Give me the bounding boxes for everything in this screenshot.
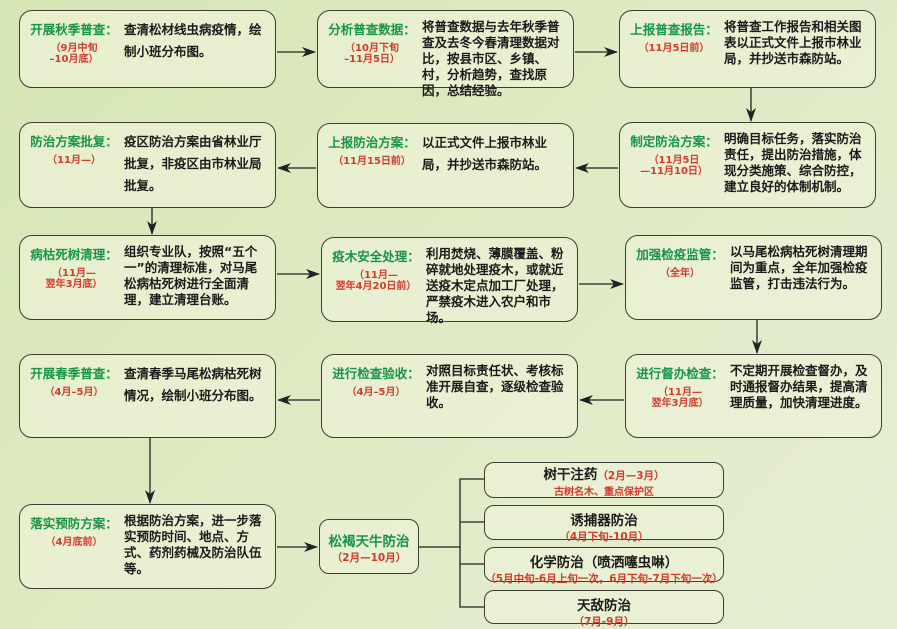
step-title: 开展秋季普查： xyxy=(30,22,118,37)
step-header: 开展春季普查： （4月–5月） xyxy=(24,363,124,398)
step-title: 进行检查验收： xyxy=(332,366,420,381)
step-inspection-acceptance: 进行检查验收： （4月–5月） 对照目标责任状、考核标准开展自查，逐级检查验收。 xyxy=(321,354,578,438)
step-date: （全年） xyxy=(660,268,700,279)
step-description: 查清春季马尾松病枯死树情况，绘制小班分布图。 xyxy=(124,366,262,403)
step-spring-survey: 开展春季普查： （4月–5月） 查清春季马尾松病枯死树情况，绘制小班分布图。 xyxy=(19,354,276,438)
step-description: 对照目标责任状、考核标准开展自查，逐级检查验收。 xyxy=(426,363,564,410)
step-date: （11月15日前） xyxy=(333,156,411,167)
step-description: 明确目标任务，落实防治责任，提出防治措施，体现分类施策、综合防控，建立良好的体制… xyxy=(724,131,862,194)
step-supervision-inspection: 进行督办检查： （11月— 翌年3月底） 不定期开展检查督办，及时通报督办结果，… xyxy=(625,354,882,438)
step-title: 加强检疫监管： xyxy=(636,247,724,262)
control-method: 天敌防治 （7月-9月） xyxy=(484,590,724,628)
control-method: 诱捕器防治 （4月下旬-10月） xyxy=(484,505,724,543)
step-title: 疫木安全处理： xyxy=(332,249,420,264)
method-date: （5月中旬-6月上旬一次，6月下旬-7月下旬一次） xyxy=(485,573,723,585)
method-title: 诱捕器防治 xyxy=(570,513,638,529)
step-header: 进行检查验收： （4月–5月） xyxy=(326,363,426,398)
step-submit-plan: 上报防治方案： （11月15日前） 以正式文件上报市林业局，并抄送市森防站。 xyxy=(317,123,574,208)
step-title: 分析普查数据： xyxy=(328,22,416,37)
center-title: 松褐天牛防治 xyxy=(328,534,410,550)
method-title: 化学防治（喷洒噻虫啉） xyxy=(529,555,679,571)
step-title: 上报普查报告： xyxy=(630,22,718,37)
step-analyze-data: 分析普查数据： （10月下旬 –11月5日） 将普查数据与去年秋季普查及去冬今春… xyxy=(317,10,574,98)
step-header: 加强检疫监管： （全年） xyxy=(630,244,730,279)
method-date: （2月—3月） xyxy=(597,470,665,482)
step-date: （4月–5月） xyxy=(346,387,406,398)
control-method: 化学防治（喷洒噻虫啉） （5月中旬-6月上旬一次，6月下旬-7月下旬一次） xyxy=(484,547,724,585)
step-plan-approval: 防治方案批复： （11月—） 疫区防治方案由省林业厅批复，非疫区由市林业局批复。 xyxy=(19,122,276,208)
step-report-survey: 上报普查报告： （11月5日前） 将普查工作报告和相关图表以正式文件上报市林业局… xyxy=(619,10,876,88)
method-title: 天敌防治 xyxy=(577,598,631,614)
step-description: 根据防治方案，进一步落实预防时间、地点、方式、药剂药械及防治队伍等。 xyxy=(124,513,262,576)
method-date: （4月下旬-10月） xyxy=(559,531,649,543)
step-header: 防治方案批复： （11月—） xyxy=(24,131,124,166)
method-title: 树干注药 xyxy=(543,467,598,483)
step-header: 疫木安全处理： （11月— 翌年4月20日前） xyxy=(326,246,426,292)
step-description: 将普查工作报告和相关图表以正式文件上报市林业局，并抄送市森防站。 xyxy=(724,19,862,66)
step-description: 利用焚烧、薄膜覆盖、粉碎就地处理疫木，或就近送疫木定点加工厂处理，严禁疫木进入农… xyxy=(426,246,564,325)
step-quarantine-supervision: 加强检疫监管： （全年） 以马尾松病枯死树清理期间为重点，全年加强检疫监管，打击… xyxy=(625,235,882,320)
step-date: （11月5日 —11月10日） xyxy=(640,155,708,177)
step-dead-tree-cleanup: 病枯死树清理： （11月— 翌年3月底） 组织专业队，按照“五个一”的清理标准，… xyxy=(19,235,276,320)
step-date: （11月— 翌年4月20日前） xyxy=(335,270,417,292)
step-date: （10月下旬 –11月5日） xyxy=(344,43,400,65)
step-date: （4月–5月） xyxy=(44,387,104,398)
step-formulate-plan: 制定防治方案： （11月5日 —11月10日） 明确目标任务，落实防治责任，提出… xyxy=(619,122,876,208)
step-date: （4月底前） xyxy=(45,537,103,548)
step-date: （11月— 翌年3月底） xyxy=(651,387,709,409)
step-description: 以正式文件上报市林业局，并抄送市森防站。 xyxy=(422,135,548,172)
center-date: （2月—10月） xyxy=(331,552,407,564)
step-date: （9月中旬 –10月底） xyxy=(49,43,99,65)
step-implement-prevention: 落实预防方案： （4月底前） 根据防治方案，进一步落实预防时间、地点、方式、药剂… xyxy=(19,504,276,589)
step-header: 病枯死树清理： （11月— 翌年3月底） xyxy=(24,244,124,290)
control-method: 树干注药（2月—3月） 古树名木、重点保护区 xyxy=(484,462,724,498)
step-description: 疫区防治方案由省林业厅批复，非疫区由市林业局批复。 xyxy=(124,134,262,193)
step-header: 落实预防方案： （4月底前） xyxy=(24,513,124,548)
step-header: 制定防治方案： （11月5日 —11月10日） xyxy=(624,131,724,177)
step-description: 组织专业队，按照“五个一”的清理标准，对马尾松病枯死树进行全面清理，建立清理台账… xyxy=(124,244,258,307)
step-title: 开展春季普查： xyxy=(30,366,118,381)
step-title: 上报防治方案： xyxy=(328,135,416,150)
step-title: 制定防治方案： xyxy=(630,134,718,149)
step-description: 查清松材线虫病疫情，绘制小班分布图。 xyxy=(124,22,262,59)
step-description: 以马尾松病枯死树清理期间为重点，全年加强检疫监管，打击违法行为。 xyxy=(730,244,868,291)
step-title: 防治方案批复： xyxy=(30,134,118,149)
method-date: （7月-9月） xyxy=(573,616,635,628)
step-description: 将普查数据与去年秋季普查及去冬今春清理数据对比，按县市区、乡镇、村，分析趋势，查… xyxy=(422,19,560,98)
step-autumn-survey: 开展秋季普查： （9月中旬 –10月底） 查清松材线虫病疫情，绘制小班分布图。 xyxy=(19,10,276,88)
step-title: 落实预防方案： xyxy=(30,516,118,531)
step-infected-wood-disposal: 疫木安全处理： （11月— 翌年4月20日前） 利用焚烧、薄膜覆盖、粉碎就地处理… xyxy=(321,237,578,325)
step-title: 病枯死树清理： xyxy=(30,247,118,262)
step-date: （11月— 翌年3月底） xyxy=(45,268,103,290)
step-header: 开展秋季普查： （9月中旬 –10月底） xyxy=(24,19,124,65)
step-date: （11月5日前） xyxy=(638,43,710,54)
step-description: 不定期开展检查督办，及时通报督办结果，提高清理质量，加快清理进度。 xyxy=(730,363,868,410)
step-header: 进行督办检查： （11月— 翌年3月底） xyxy=(630,363,730,409)
method-note: 古树名木、重点保护区 xyxy=(554,487,654,498)
step-header: 分析普查数据： （10月下旬 –11月5日） xyxy=(322,19,422,65)
step-date: （11月—） xyxy=(47,155,101,166)
pine-sawyer-control: 松褐天牛防治 （2月—10月） xyxy=(319,519,419,574)
step-header: 上报普查报告： （11月5日前） xyxy=(624,19,724,54)
step-title: 进行督办检查： xyxy=(636,366,724,381)
step-header: 上报防治方案： （11月15日前） xyxy=(322,132,422,167)
